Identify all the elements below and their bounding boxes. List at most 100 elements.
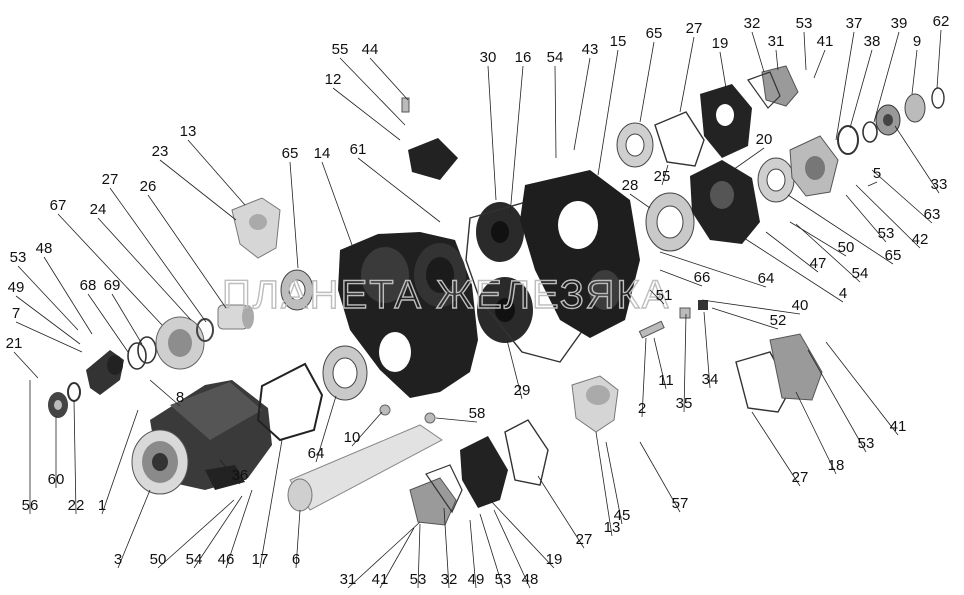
ring-22: [67, 382, 81, 402]
callout-label: 47: [810, 255, 827, 272]
callout-label: 2: [638, 400, 646, 417]
leader-line: [149, 379, 181, 407]
leader-line: [295, 509, 301, 569]
callout-label: 20: [756, 131, 773, 148]
bearing-65-upper: [616, 122, 654, 168]
leader-line: [813, 49, 826, 79]
callout-label: 54: [186, 551, 203, 568]
leader-line: [193, 495, 243, 569]
gasket-27-upper: [654, 111, 705, 167]
callout-label: 3: [114, 551, 122, 568]
leader-line: [751, 411, 801, 487]
leader-line: [629, 193, 651, 209]
callout-label: 41: [372, 571, 389, 588]
callout-label: 43: [582, 41, 599, 58]
plate-15: [520, 170, 640, 338]
leader-line: [17, 265, 79, 331]
callout-label: 61: [350, 141, 367, 158]
leader-line: [111, 293, 143, 345]
callout-label: 16: [515, 49, 532, 66]
leader-line: [43, 256, 93, 335]
leader-line: [347, 521, 421, 589]
leader-line: [701, 299, 801, 315]
leader-line: [605, 441, 623, 525]
callout-label: 37: [846, 15, 863, 32]
callout-label: 56: [22, 497, 39, 514]
callout-label: 5: [873, 165, 881, 182]
leader-line: [289, 161, 299, 269]
callout-label: 50: [150, 551, 167, 568]
gasket-27-right: [735, 351, 791, 413]
leader-line: [13, 351, 39, 379]
callout-label: 58: [469, 405, 486, 422]
callout-label: 64: [758, 270, 775, 287]
leader-line: [729, 147, 765, 173]
leader-line: [554, 65, 557, 159]
callout-label: 66: [694, 269, 711, 286]
leader-line: [321, 161, 353, 246]
leader-line: [479, 513, 504, 589]
leader-line: [537, 475, 585, 549]
callout-label: 68: [80, 277, 97, 294]
leader-line: [911, 49, 918, 95]
callout-label: 50: [838, 239, 855, 256]
leader-line: [469, 519, 477, 589]
bolt-44: [401, 97, 410, 113]
leader-line: [711, 307, 779, 330]
leader-line: [679, 36, 695, 113]
callout-label: 63: [924, 206, 941, 223]
callout-label: 62: [933, 13, 950, 30]
part-35: [679, 307, 691, 319]
callout-label: 54: [852, 265, 869, 282]
leader-line: [751, 31, 765, 73]
callout-label: 53: [10, 249, 27, 266]
callout-label: 34: [702, 371, 719, 388]
callout-label: 6: [292, 551, 300, 568]
leader-line: [117, 489, 151, 569]
leader-line: [867, 181, 878, 187]
leader-line: [795, 223, 861, 283]
callout-label: 53: [878, 225, 895, 242]
leader-line: [187, 139, 246, 206]
callout-label: 13: [604, 519, 621, 536]
leader-line: [315, 395, 337, 463]
flange-7: [86, 350, 124, 395]
leader-line: [225, 489, 253, 569]
callout-label: 26: [140, 178, 157, 195]
ring-68: [127, 342, 147, 370]
leader-line: [639, 41, 655, 123]
callout-label: 18: [828, 457, 845, 474]
leader-line: [653, 337, 667, 390]
callout-label: 54: [547, 49, 564, 66]
leader-line: [369, 57, 409, 101]
callout-label: 22: [68, 497, 85, 514]
callout-label: 23: [152, 143, 169, 160]
leader-line: [597, 49, 619, 176]
callout-leader-lines: [13, 29, 942, 589]
callout-label: 27: [576, 531, 593, 548]
callout-label: 1: [98, 497, 106, 514]
callout-label: 19: [546, 551, 563, 568]
leader-line: [936, 29, 942, 89]
callout-label: 53: [495, 571, 512, 588]
leader-line: [379, 527, 415, 589]
callout-label: 32: [441, 571, 458, 588]
leader-line: [795, 391, 837, 475]
leader-line: [803, 31, 807, 71]
leader-line: [835, 31, 855, 141]
callout-label: 4: [839, 285, 847, 302]
callout-label: 27: [686, 20, 703, 37]
callout-label: 8: [176, 389, 184, 406]
leader-line: [219, 459, 241, 485]
callout-label: 64: [308, 445, 325, 462]
leader-line: [595, 431, 613, 537]
callout-label: 7: [12, 305, 20, 322]
leader-line: [873, 31, 900, 123]
callout-label: 53: [858, 435, 875, 452]
leader-line: [683, 313, 687, 413]
ring-62: [931, 87, 945, 109]
callout-label: 38: [864, 33, 881, 50]
callout-label: 11: [658, 372, 674, 389]
callout-label: 52: [770, 312, 787, 329]
